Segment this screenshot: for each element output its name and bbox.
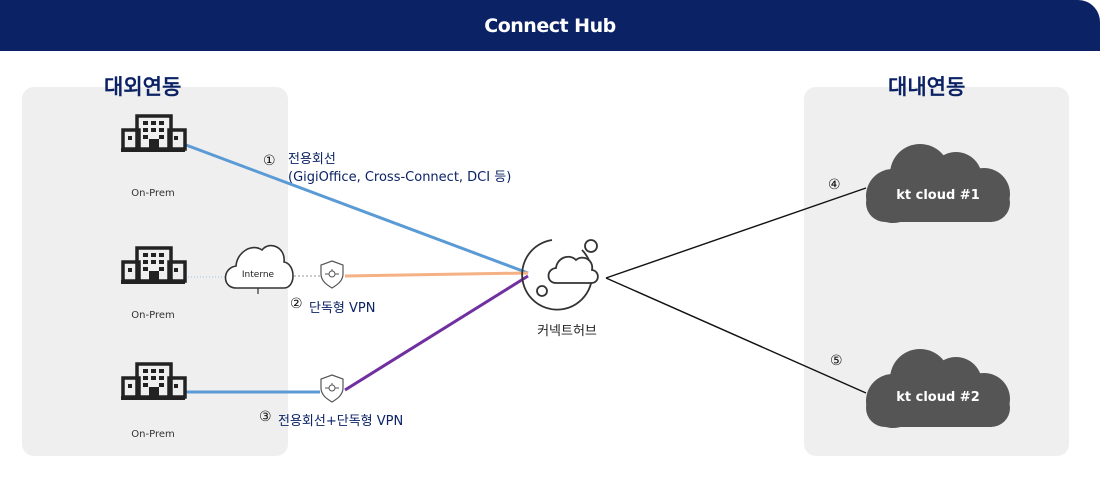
external-section-title: 대외연동 [104,75,182,99]
combined-label: 전용회선+단독형 VPN [278,414,404,429]
cloud-icon [866,349,1010,428]
page-title: Connect Hub [484,15,616,37]
dedicated-line [185,143,529,275]
internet-label: Interne [241,270,275,280]
cloud-1-label: kt cloud #1 [896,188,980,203]
building-icon [119,114,187,154]
hub-label: 커넥트허브 [537,324,597,339]
hub-cloud-icon [521,239,599,311]
onprem-label: On-Prem [131,429,175,440]
cloud2-line [605,277,867,394]
vpn-shield-icon [320,374,344,403]
combined-vpn-line [344,274,529,392]
onprem-label: On-Prem [131,310,175,321]
internet-cloud-icon [224,244,294,294]
cloud1-line [605,187,867,279]
dedicated-line-label: 전용회선 [288,152,336,167]
internal-section-title: 대내연동 [888,75,966,99]
connection-number-4: ④ [828,177,841,193]
cloud-icon [866,144,1010,223]
connection-number-5: ⑤ [830,353,843,369]
building-icon [119,362,187,402]
connection-number-2: ② [290,296,303,312]
header-bar [0,0,1100,51]
onprem-label: On-Prem [131,188,175,199]
vpn-line [344,271,529,278]
connection-number-3: ③ [259,409,272,425]
vpn-shield-icon [320,260,344,289]
vpn-label: 단독형 VPN [309,301,376,316]
dedicated-line-detail: (GigiOffice, Cross-Connect, DCI 등) [288,170,512,185]
building-icon [119,246,187,286]
cloud-2-label: kt cloud #2 [896,390,980,405]
connection-number-1: ① [263,153,276,169]
